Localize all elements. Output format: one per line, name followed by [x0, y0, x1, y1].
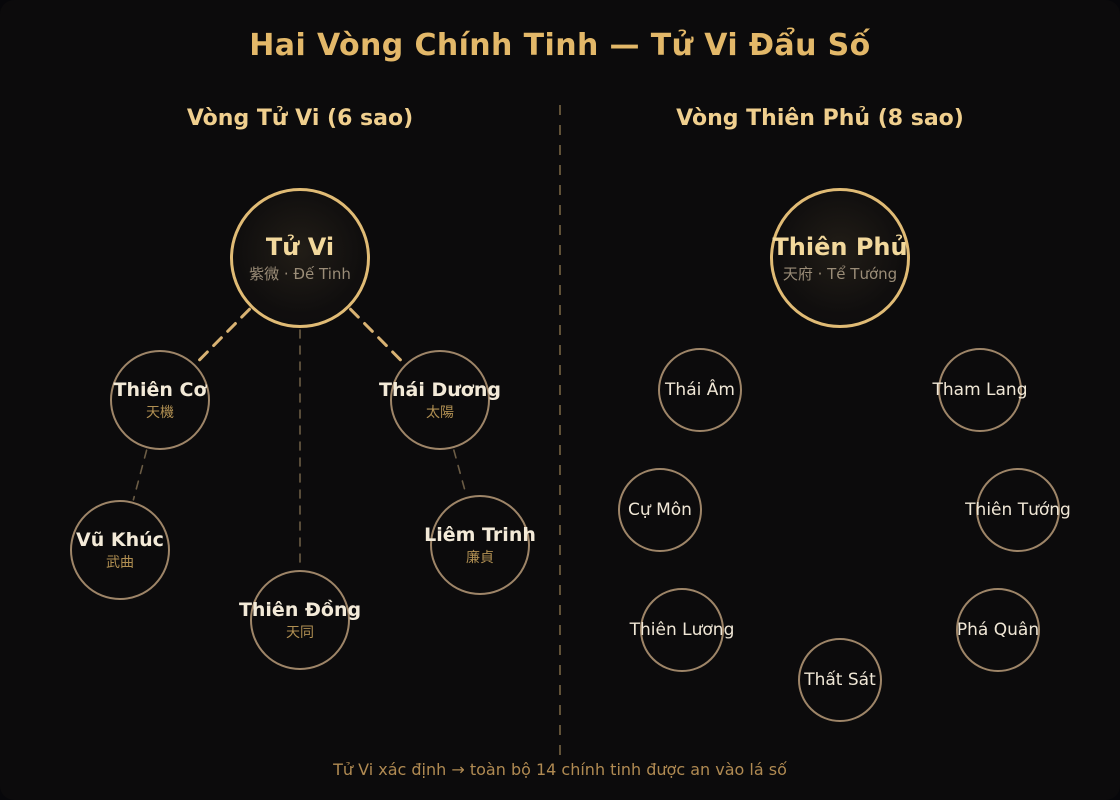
star-node-liem-trinh[interactable]: Liêm Trinh 廉貞	[424, 495, 536, 595]
star-node-sublabel: 武曲	[106, 554, 134, 571]
star-node-thien-phu[interactable]: Thiên Phủ 天府 · Tể Tướng	[770, 188, 910, 328]
column-heading-right: Vòng Thiên Phủ (8 sao)	[676, 106, 964, 131]
footer-caption: Tử Vi xác định → toàn bộ 14 chính tinh đ…	[333, 760, 787, 779]
connector-edge	[349, 307, 405, 365]
star-node-that-sat[interactable]: Thất Sát	[798, 638, 882, 722]
connector-edge	[453, 449, 467, 496]
star-node-tham-lang[interactable]: Tham Lang	[933, 348, 1028, 432]
star-node-label: Thiên Cơ	[113, 378, 207, 401]
star-node-label: Liêm Trinh	[424, 523, 536, 546]
star-node-label: Thái Âm	[665, 379, 735, 400]
star-node-thien-luong[interactable]: Thiên Lương	[630, 588, 734, 672]
connector-edge	[195, 307, 251, 365]
star-node-pha-quan[interactable]: Phá Quân	[956, 588, 1040, 672]
star-node-label: Thiên Tướng	[965, 499, 1071, 520]
star-node-tu-vi[interactable]: Tử Vi 紫微 · Đế Tinh	[230, 188, 370, 328]
star-node-label: Tử Vi	[265, 232, 335, 261]
connector-edge	[132, 449, 148, 501]
star-node-label: Thiên Phủ	[772, 232, 908, 261]
star-node-label: Thất Sát	[804, 669, 876, 690]
star-node-label: Vũ Khúc	[76, 528, 164, 551]
column-heading-left: Vòng Tử Vi (6 sao)	[186, 106, 414, 131]
star-node-label: Thái Dương	[379, 378, 501, 401]
star-node-label: Thiên Đồng	[238, 598, 362, 621]
star-node-sublabel: 廉貞	[466, 549, 494, 566]
star-node-label: Tham Lang	[932, 379, 1028, 400]
star-node-thien-dong[interactable]: Thiên Đồng 天同	[239, 570, 361, 670]
star-node-vu-khuc[interactable]: Vũ Khúc 武曲	[70, 500, 170, 600]
star-node-label: Cự Môn	[628, 499, 692, 520]
star-node-sublabel: 天同	[286, 624, 314, 641]
star-node-cu-mon[interactable]: Cự Môn	[618, 468, 702, 552]
star-node-label: Phá Quân	[956, 619, 1040, 640]
star-node-label: Thiên Lương	[629, 619, 735, 640]
star-node-thai-am[interactable]: Thái Âm	[658, 348, 742, 432]
star-node-sublabel: 太陽	[426, 404, 454, 421]
star-node-thien-co[interactable]: Thiên Cơ 天機	[110, 350, 210, 450]
page-title: Hai Vòng Chính Tinh — Tử Vi Đẩu Số	[249, 28, 871, 63]
star-node-sublabel: 天府 · Tể Tướng	[782, 264, 898, 283]
star-node-sublabel: 天機	[146, 404, 174, 421]
star-node-thai-duong[interactable]: Thái Dương 太陽	[379, 350, 501, 450]
star-node-sublabel: 紫微 · Đế Tinh	[249, 264, 351, 283]
star-node-thien-tuong[interactable]: Thiên Tướng	[965, 468, 1071, 552]
